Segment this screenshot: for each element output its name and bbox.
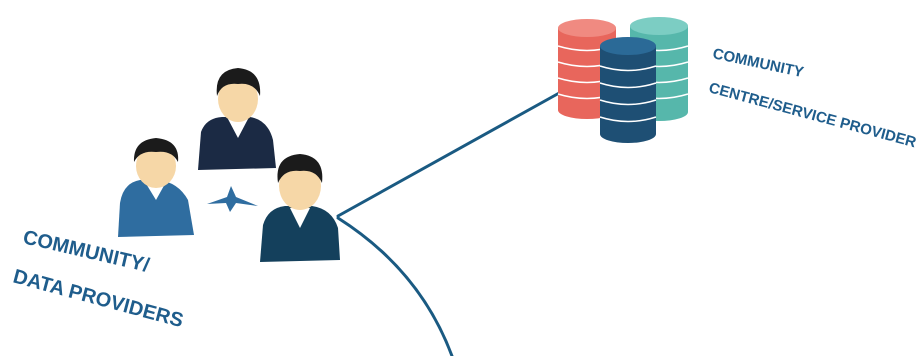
database-icon [599,37,657,143]
service-provider-label-line2: CENTRE/SERVICE PROVIDER [707,79,918,151]
service-provider-label-line1: COMMUNITY [711,45,805,81]
data-providers-label-line2: DATA PROVIDERS [11,266,186,333]
connection-line-to-service-provider [336,90,563,218]
person-icon [198,68,276,170]
connection-curve-downward [336,216,454,356]
connector-icon [207,186,258,212]
person-icon [118,138,194,237]
person-icon [260,154,340,262]
